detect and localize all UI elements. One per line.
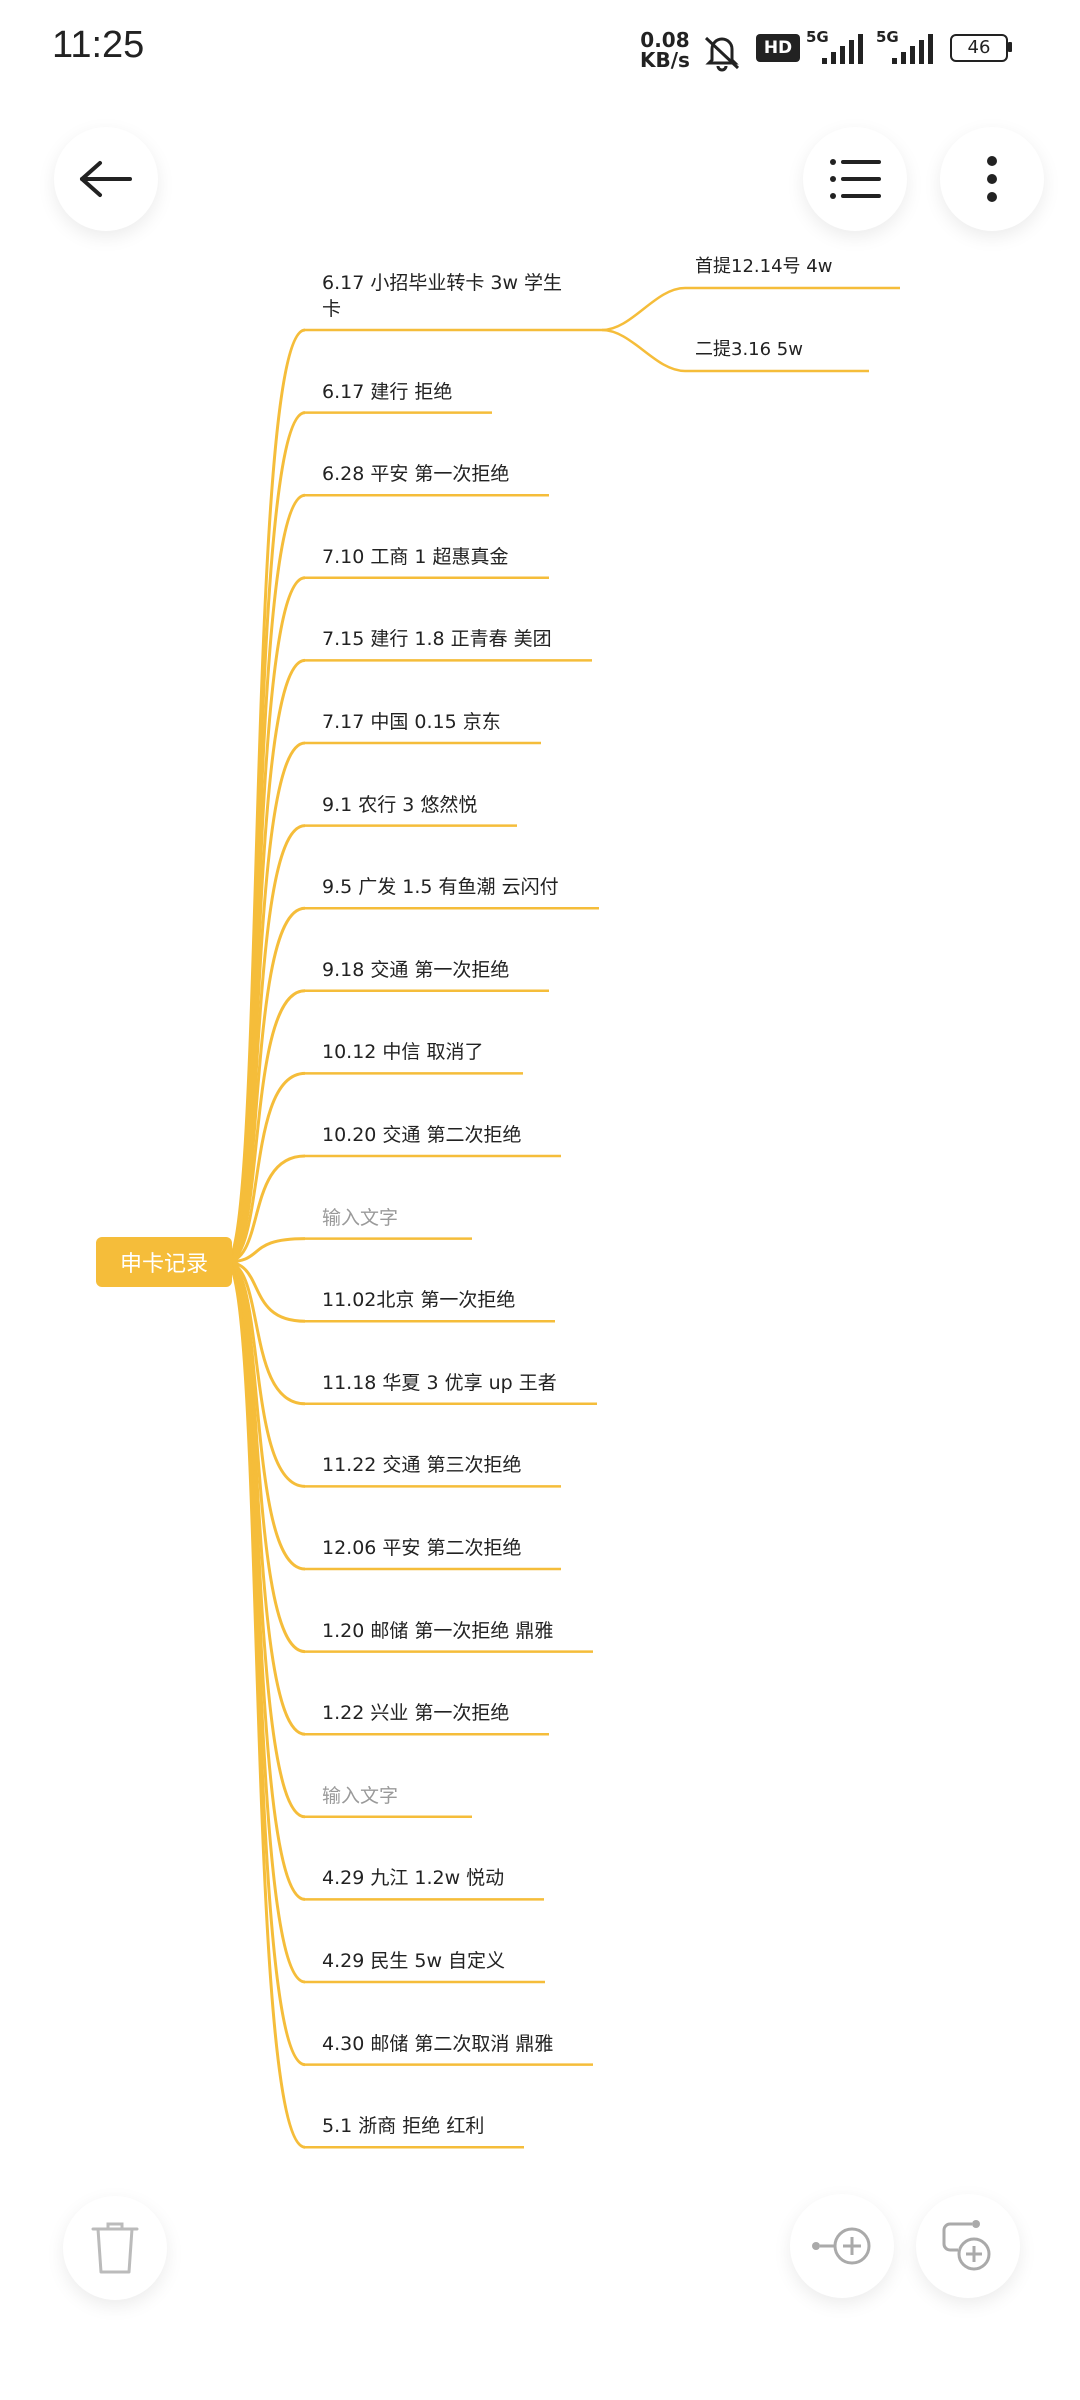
- mindmap-node[interactable]: 12.06 平安 第二次拒绝: [322, 1537, 522, 1559]
- hd-icon: HD: [756, 34, 800, 62]
- mindmap-node[interactable]: 4.29 民生 5w 自定义: [322, 1950, 506, 1972]
- root-label: 申卡记录: [119, 1252, 208, 1277]
- mindmap-node[interactable]: 7.17 中国 0.15 京东: [322, 711, 501, 733]
- add-sibling-button[interactable]: [916, 2194, 1020, 2298]
- list-icon: [830, 159, 881, 199]
- signal1-label: 5G: [806, 28, 829, 46]
- mindmap-node[interactable]: 9.5 广发 1.5 有鱼潮 云闪付: [322, 876, 559, 899]
- mindmap-node[interactable]: 9.18 交通 第一次拒绝: [322, 958, 510, 981]
- mindmap-node[interactable]: 1.20 邮储 第一次拒绝 鼎雅: [322, 1619, 554, 1642]
- more-vertical-icon: [987, 156, 997, 202]
- mindmap-connector: [225, 989, 306, 1264]
- mindmap-connector: [225, 1260, 306, 1323]
- more-button[interactable]: [940, 127, 1044, 231]
- mindmap-node[interactable]: 11.18 华夏 3 优享 up 王者: [322, 1371, 557, 1394]
- mindmap-node[interactable]: 7.10 工商 1 超惠真金: [322, 545, 509, 568]
- trash-icon: [91, 2222, 139, 2274]
- battery-icon: 46: [950, 34, 1012, 62]
- mute-bell-icon: [704, 36, 740, 72]
- add-child-node-icon: [812, 2227, 871, 2265]
- mindmap-node[interactable]: 11.02北京 第一次拒绝: [322, 1289, 516, 1312]
- delete-button[interactable]: [63, 2196, 167, 2300]
- mindmap-node-placeholder[interactable]: 输入文字: [322, 1784, 399, 1807]
- mindmap-node[interactable]: 4.29 九江 1.2w 悦动: [322, 1867, 505, 1890]
- mindmap-connector: [601, 286, 686, 332]
- add-child-button[interactable]: [790, 2194, 894, 2298]
- mindmap-child-node[interactable]: 首提12.14号 4w: [695, 256, 833, 277]
- signal-5g-icon: 5G: [806, 28, 866, 68]
- net-speed-unit: KB/s: [640, 48, 690, 72]
- outline-button[interactable]: [803, 127, 907, 231]
- hd-label: HD: [763, 38, 793, 58]
- mindmap-child-node[interactable]: 二提3.16 5w: [695, 339, 803, 360]
- mindmap-node[interactable]: 6.17 小招毕业转卡 3w 学生卡: [322, 272, 563, 320]
- status-time: 11:25: [52, 24, 145, 66]
- add-sibling-node-icon: [942, 2220, 991, 2271]
- mindmap-node[interactable]: 9.1 农行 3 悠然悦: [322, 793, 478, 816]
- net-speed-value: 0.08: [640, 28, 690, 52]
- signal2-label: 5G: [876, 28, 899, 46]
- mindmap-node[interactable]: 11.22 交通 第三次拒绝: [322, 1454, 522, 1477]
- back-button[interactable]: [54, 127, 158, 231]
- mindmap-node[interactable]: 6.17 建行 拒绝: [322, 380, 453, 403]
- mindmap-connector: [225, 1071, 306, 1264]
- mindmap-node[interactable]: 10.20 交通 第二次拒绝: [322, 1124, 522, 1146]
- status-bar: 11:25 0.08 KB/s HD 5G 5G 46: [0, 0, 1080, 100]
- mindmap-node[interactable]: 4.30 邮储 第二次取消 鼎雅: [322, 2032, 554, 2055]
- net-speed: 0.08 KB/s: [640, 30, 690, 70]
- mindmap-node[interactable]: 5.1 浙商 拒绝 红利: [322, 2115, 485, 2138]
- mindmap-node[interactable]: 7.15 建行 1.8 正青春 美团: [322, 628, 552, 651]
- mindmap-connector: [225, 1237, 306, 1264]
- battery-level: 46: [967, 37, 991, 58]
- mindmap-node[interactable]: 6.28 平安 第一次拒绝: [322, 463, 510, 486]
- mindmap-connector: [225, 1260, 306, 2149]
- signal-5g-icon: 5G: [876, 28, 936, 68]
- mindmap-node-placeholder[interactable]: 输入文字: [322, 1206, 399, 1229]
- mindmap-connector: [225, 1154, 306, 1264]
- arrow-left-icon: [80, 161, 132, 197]
- mindmap-connector: [601, 328, 686, 373]
- mindmap-root-node[interactable]: 申卡记录: [96, 1237, 232, 1287]
- mindmap-node[interactable]: 10.12 中信 取消了: [322, 1041, 484, 1064]
- mindmap-node[interactable]: 1.22 兴业 第一次拒绝: [322, 1702, 510, 1725]
- mindmap-connector: [225, 1260, 306, 1406]
